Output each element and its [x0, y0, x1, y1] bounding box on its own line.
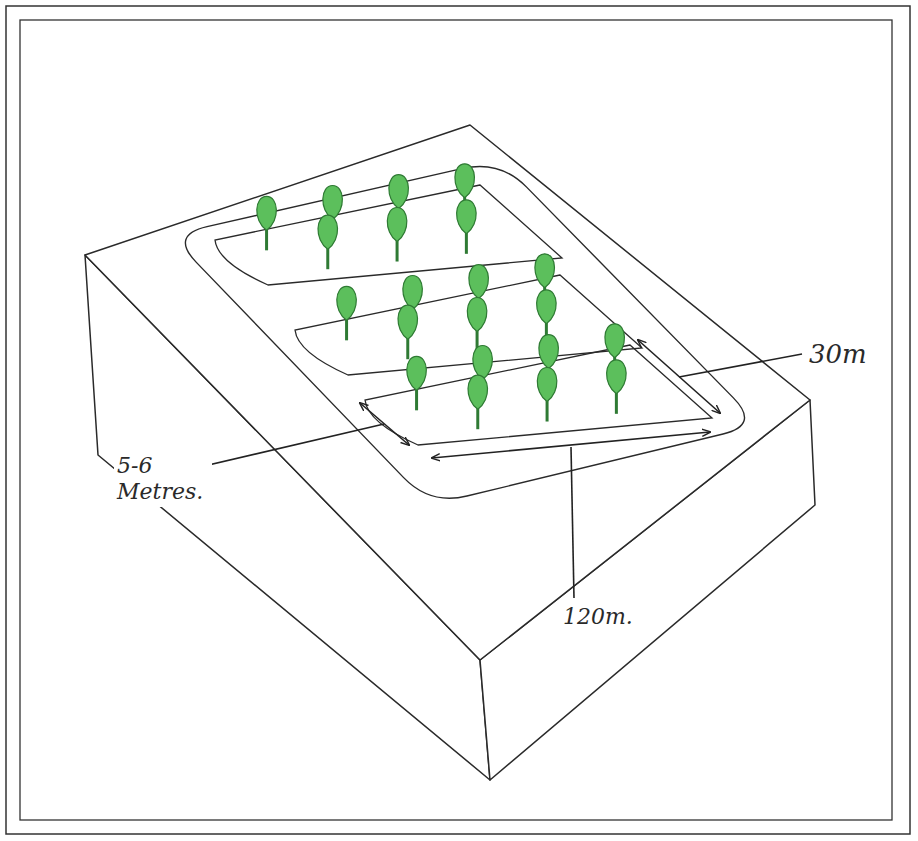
- dimensions: [170, 340, 802, 598]
- outer-frame: [6, 6, 910, 834]
- plant-head: [473, 345, 493, 379]
- plant-head: [403, 275, 423, 309]
- dimension-label: 5-6 Metres.: [114, 452, 212, 507]
- leader-line: [571, 447, 574, 598]
- plant-head: [539, 335, 559, 369]
- plant-head: [398, 305, 418, 339]
- plant-head: [537, 290, 557, 324]
- plant-head: [457, 200, 477, 234]
- plant: [387, 208, 407, 262]
- plant: [398, 305, 418, 359]
- plant-head: [337, 286, 357, 320]
- plant-head: [535, 254, 555, 288]
- plant: [468, 375, 488, 429]
- plant: [257, 196, 277, 250]
- planting-bed: [295, 275, 642, 375]
- raised-block: [85, 125, 815, 780]
- plant: [467, 298, 487, 352]
- plant: [337, 286, 357, 340]
- plant-head: [323, 185, 343, 219]
- dimension-label: 30m: [806, 338, 870, 371]
- plant-head: [537, 368, 557, 402]
- plant-head: [389, 175, 409, 209]
- plant-head: [455, 164, 475, 198]
- plant-head: [607, 360, 627, 394]
- plant-head: [605, 324, 625, 358]
- plant-head: [387, 208, 407, 242]
- dimension-arrow: [360, 403, 409, 445]
- plant-head: [468, 375, 488, 409]
- planting-bed: [215, 185, 562, 285]
- plant-head: [467, 298, 487, 332]
- plant-head: [469, 265, 489, 299]
- block-top-face: [85, 125, 810, 660]
- inner-frame: [20, 20, 892, 820]
- plant: [318, 215, 338, 269]
- plant: [457, 200, 477, 254]
- plant-head: [257, 196, 277, 230]
- walkway-outline: [185, 166, 744, 498]
- leader-line: [679, 354, 802, 377]
- dimension-label: 120m.: [560, 603, 636, 631]
- field-beds: [185, 164, 744, 498]
- plant-head: [318, 215, 338, 249]
- plant-head: [407, 356, 427, 390]
- plant: [407, 356, 427, 410]
- plant: [607, 360, 627, 414]
- plant: [537, 368, 557, 422]
